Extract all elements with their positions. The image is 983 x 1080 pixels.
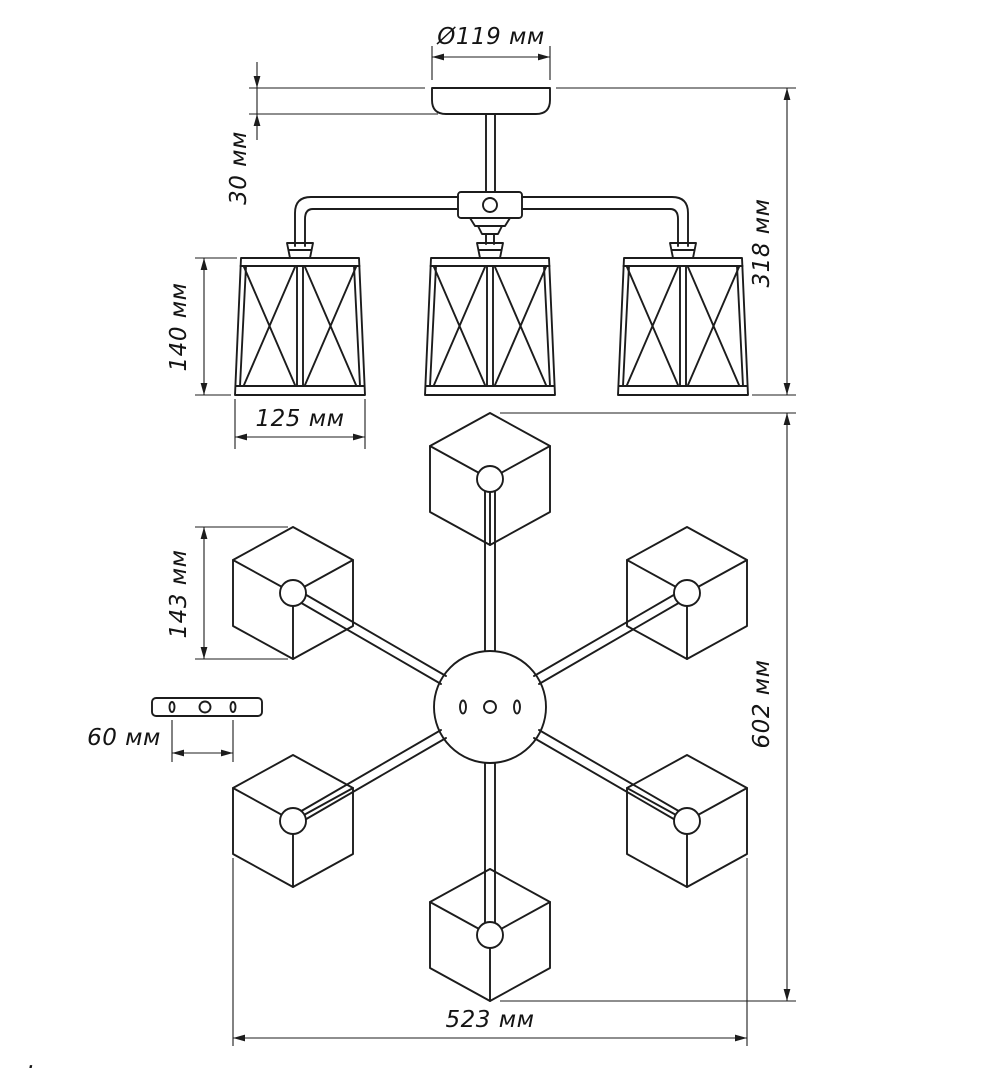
- stem-rod: [485, 113, 496, 193]
- canopy-diameter-label: Ø119 мм: [436, 24, 545, 50]
- plan-height-label: 602 мм: [749, 660, 775, 749]
- dimension-bracket-spacing: 60 мм: [87, 720, 234, 762]
- arm-right: [521, 196, 689, 247]
- shade-center: [424, 242, 556, 396]
- plan-view: [151, 412, 748, 1002]
- central-body-plan: [433, 650, 547, 764]
- mounting-bracket: [151, 697, 263, 717]
- dimension-plan-width: 523 мм: [232, 858, 748, 1046]
- plan-width-label: 523 мм: [446, 1007, 535, 1033]
- shade-right: [617, 242, 749, 396]
- canopy-height-label: 30 мм: [226, 131, 252, 205]
- dimension-canopy-diameter: Ø119 мм: [431, 24, 551, 80]
- cube-size-label: 143 мм: [166, 550, 192, 639]
- stray-dot: .: [28, 1048, 36, 1074]
- dimension-cube-size: 143 мм: [166, 526, 288, 660]
- dimension-canopy-height: 30 мм: [226, 62, 438, 205]
- lamp-holders: [279, 465, 701, 949]
- dimension-plan-height: 602 мм: [500, 412, 796, 1002]
- side-elevation-view: [234, 87, 749, 396]
- arm-left: [294, 196, 459, 247]
- dimension-shade-width: 125 мм: [234, 399, 366, 449]
- shade-width-label: 125 мм: [256, 406, 345, 432]
- shade-height-label: 140 мм: [166, 283, 192, 372]
- dimensions: Ø119 мм 30 мм 318 мм 140 мм: [87, 24, 796, 1046]
- mount-hole-center: [483, 700, 497, 714]
- dimension-shade-height: 140 мм: [166, 257, 237, 396]
- bracket-spacing-label: 60 мм: [87, 725, 161, 751]
- ceiling-canopy: [431, 87, 551, 115]
- dimension-fixture-height: 318 мм: [556, 87, 796, 396]
- fixture-height-label: 318 мм: [749, 199, 775, 288]
- central-hub: [457, 191, 523, 245]
- mount-slot-left: [459, 699, 467, 715]
- radial-arms: [290, 484, 690, 931]
- mount-slot-right: [513, 699, 521, 715]
- shade-left: [234, 242, 366, 396]
